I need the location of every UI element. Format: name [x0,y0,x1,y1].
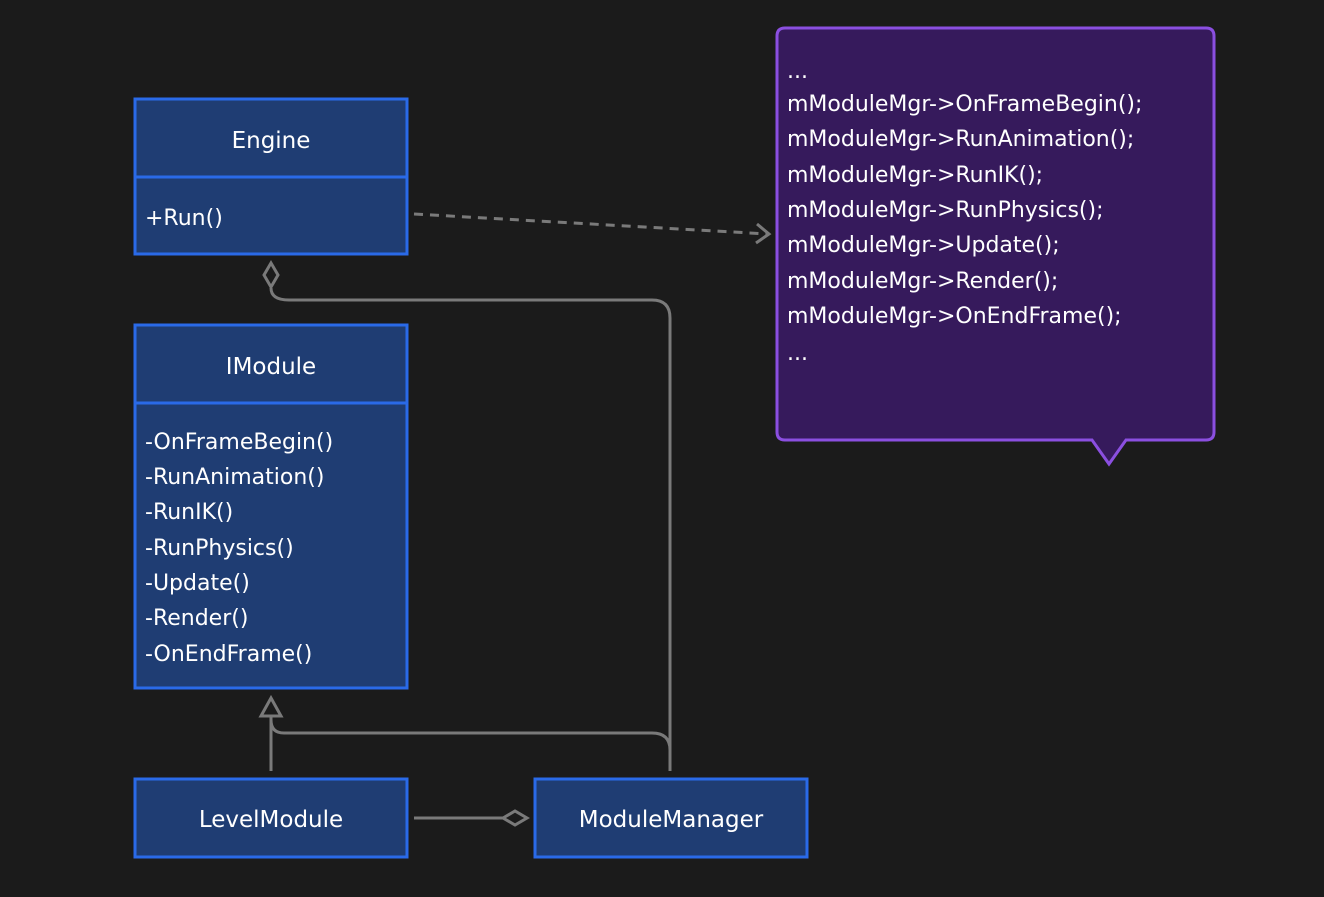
class-imodule-member: -RunIK() [145,500,233,525]
class-imodule[interactable]: IModule -OnFrameBegin() -RunAnimation() … [133,323,409,690]
aggregation-diamond-icon [500,809,530,827]
note-line: mModuleMgr->RunIK(); [787,163,1043,188]
note-line: ... [787,341,808,366]
generalization-triangle-icon [258,694,284,718]
modulemanager-to-imodule-generalization-edge [269,719,672,771]
class-imodule-member: -RunAnimation() [145,465,324,490]
class-imodule-member: -Update() [145,571,250,596]
engine-to-note-dependency-edge [413,212,769,236]
note-line: mModuleMgr->Update(); [787,233,1060,258]
class-imodule-member: -RunPhysics() [145,536,294,561]
aggregation-diamond-icon [262,260,280,290]
class-level-module-title: LevelModule [199,807,343,833]
class-engine-title: Engine [232,128,311,154]
class-imodule-title: IModule [226,354,316,380]
class-level-module[interactable]: LevelModule [133,777,409,859]
note-line: ... [787,59,808,84]
note-line: mModuleMgr->OnFrameBegin(); [787,92,1142,117]
note-line: mModuleMgr->RunAnimation(); [787,127,1134,152]
class-engine[interactable]: Engine +Run() [133,97,409,256]
note-line: mModuleMgr->OnEndFrame(); [787,304,1122,329]
class-engine-member: +Run() [145,206,223,231]
note-callout[interactable]: ... mModuleMgr->OnFrameBegin(); mModuleM… [775,26,1216,467]
class-imodule-member: -OnFrameBegin() [145,430,333,455]
class-module-manager[interactable]: ModuleManager [533,777,809,859]
class-imodule-member: -OnEndFrame() [145,642,312,667]
note-line: mModuleMgr->RunPhysics(); [787,198,1104,223]
note-line: mModuleMgr->Render(); [787,269,1058,294]
class-module-manager-title: ModuleManager [579,807,764,833]
dependency-arrowhead-icon [755,222,772,245]
class-imodule-member: -Render() [145,606,248,631]
modulemanager-to-engine-aggregation-edge [269,287,672,771]
